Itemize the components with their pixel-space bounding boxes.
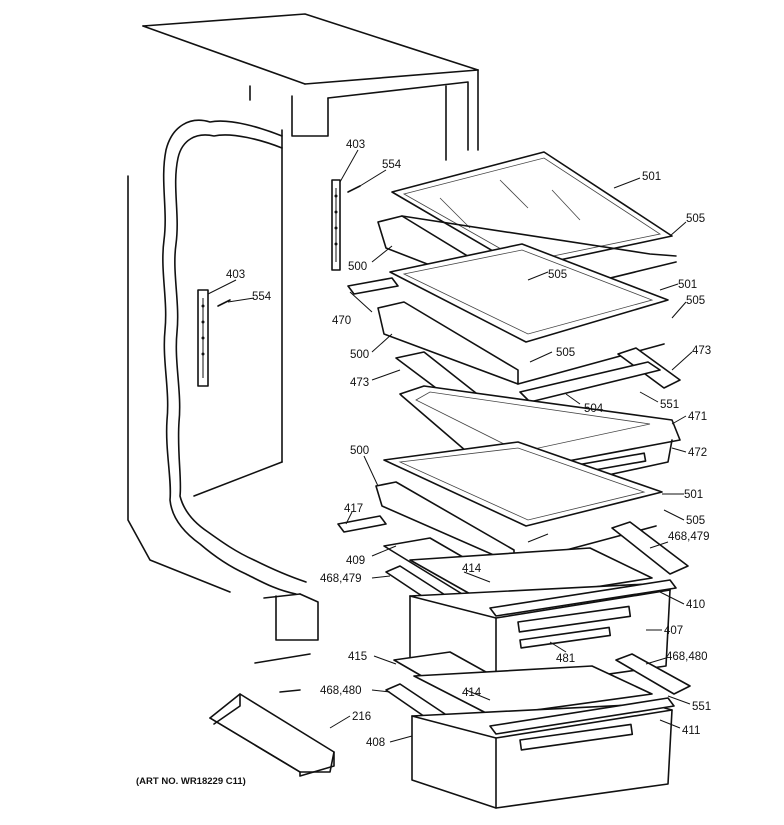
callout-408: 408 — [366, 737, 385, 749]
callout-473-a: 473 — [692, 345, 711, 357]
callout-554-left: 554 — [252, 291, 272, 303]
callout-500-a: 500 — [348, 261, 367, 273]
pan-cover-frame-414-bottom — [413, 665, 653, 717]
callout-216: 216 — [352, 711, 371, 723]
callout-414-a: 414 — [462, 563, 482, 575]
callout-473-b: 473 — [350, 377, 369, 389]
callout-505-e: 505 — [686, 515, 705, 527]
callout-labels: 403 554 403 554 501 505 500 505 470 501 … — [136, 139, 711, 787]
crisper-drawer-408 — [411, 697, 675, 809]
callout-470: 470 — [332, 315, 351, 327]
liner-gasket — [162, 119, 307, 595]
drawer-handle-481 — [519, 626, 612, 649]
door-bin-216 — [209, 693, 335, 777]
bracket-470 — [347, 277, 399, 295]
shelf-rail-403-top — [331, 179, 341, 271]
leader-lines — [207, 149, 693, 743]
callout-500-b: 500 — [350, 349, 369, 361]
shelf-rail-403-left — [197, 289, 209, 387]
slide-rail-468-480-right — [615, 653, 691, 695]
callout-468-479-b: 468,479 — [320, 573, 362, 585]
callout-468-480-b: 468,480 — [320, 685, 362, 697]
callout-414-b: 414 — [462, 687, 482, 699]
callout-505-b: 505 — [548, 269, 567, 281]
glass-shelf-501-third — [383, 441, 663, 527]
callout-501-a: 501 — [642, 171, 661, 183]
screw-554-left — [217, 299, 231, 307]
screw-554-top — [347, 185, 361, 193]
callout-409: 409 — [346, 555, 365, 567]
glass-shelf-501-top — [391, 151, 673, 269]
callout-501-b: 501 — [678, 279, 697, 291]
bracket-417 — [337, 515, 387, 533]
cover-504 — [519, 361, 661, 403]
callout-500-c: 500 — [350, 445, 369, 457]
callout-471: 471 — [688, 411, 707, 423]
glass-shelf-501-second — [389, 243, 669, 343]
pan-cover-frame-414-top — [409, 547, 653, 605]
callout-505-d: 505 — [556, 347, 575, 359]
callout-551-b: 551 — [692, 701, 711, 713]
callout-505-a: 505 — [686, 213, 705, 225]
callout-481: 481 — [556, 653, 575, 665]
callout-504: 504 — [584, 403, 604, 415]
callout-411: 411 — [682, 725, 700, 737]
callout-403-top: 403 — [346, 139, 365, 151]
callout-505-c: 505 — [686, 295, 705, 307]
callout-417: 417 — [344, 503, 363, 515]
callout-410: 410 — [686, 599, 705, 611]
callout-407: 407 — [664, 625, 683, 637]
callout-551-a: 551 — [660, 399, 679, 411]
callout-468-479-a: 468,479 — [668, 531, 710, 543]
art-number: (ART NO. WR18229 C11) — [136, 776, 246, 787]
callout-472: 472 — [688, 447, 707, 459]
callout-403-left: 403 — [226, 269, 245, 281]
callout-554-top: 554 — [382, 159, 402, 171]
callout-415: 415 — [348, 651, 367, 663]
callout-501-c: 501 — [684, 489, 703, 501]
callout-468-480-a: 468,480 — [666, 651, 708, 663]
cabinet-outline — [127, 13, 479, 693]
